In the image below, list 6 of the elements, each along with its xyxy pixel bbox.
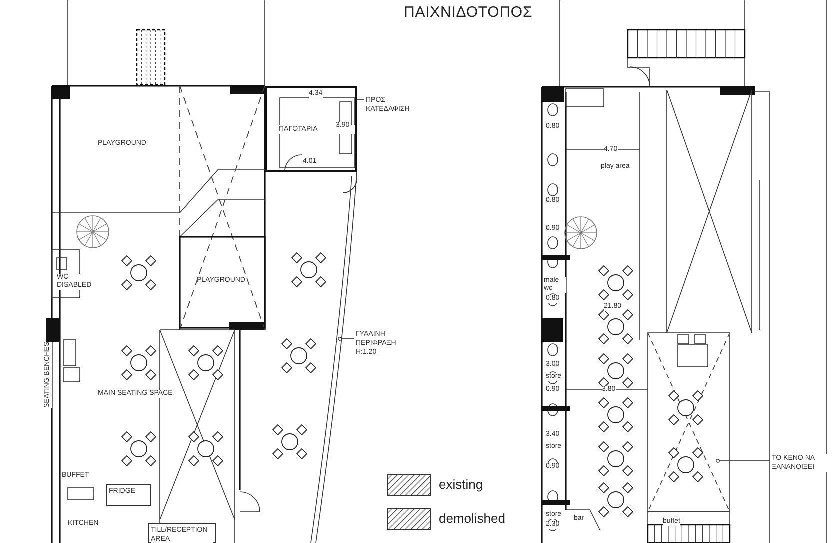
plan-title: ΠΑΙΧΝΙΔΟΤΟΠΟΣ [404,3,533,23]
leader-line [716,459,770,463]
legend-text: existing [439,476,484,494]
room-box [106,484,151,506]
legend-text: demolished [439,510,506,528]
leader-line [338,337,354,341]
